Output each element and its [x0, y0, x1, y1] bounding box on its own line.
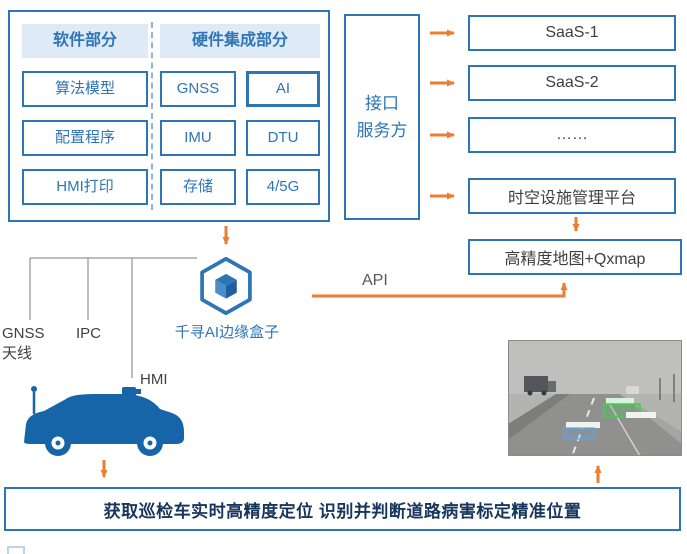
hardware-grid: GNSS AI IMU DTU 存储 4/5G [160, 71, 320, 205]
ipc-label: IPC [76, 325, 102, 342]
service-box-saas2: SaaS-2 [468, 65, 676, 101]
photo-distant-vehicle [626, 386, 639, 394]
interface-provider-line2: 服务方 [356, 121, 408, 140]
vehicle-connector-lines [29, 257, 197, 378]
hardware-item-imu: IMU [160, 120, 236, 156]
hardware-item-storage: 存储 [160, 169, 236, 205]
gnss-antenna-label-line2: 天线 [2, 345, 33, 363]
car-icon [24, 386, 184, 456]
cube-hexagon-icon [200, 256, 252, 316]
software-header: 软件部分 [22, 24, 148, 58]
api-label: API [362, 272, 388, 289]
gnss-antenna-label: GNSS 天线 [2, 324, 45, 365]
hardware-column: 硬件集成部分 GNSS AI IMU DTU 存储 4/5G [160, 24, 320, 205]
hardware-item-gnss: GNSS [160, 71, 236, 107]
edge-box-label: 千寻AI边缘盒子 [174, 324, 280, 341]
road-photo-graphic [508, 340, 682, 457]
photo-detection-boxes [563, 398, 656, 440]
gnss-antenna-label-line1: GNSS [2, 325, 45, 342]
car-antenna [31, 386, 37, 414]
photo-truck [524, 376, 556, 396]
map-platform-box: 高精度地图+Qxmap [468, 239, 682, 275]
cropped-element-artifact [7, 546, 25, 554]
inspection-car-icon [10, 380, 190, 464]
service-box-ellipsis: …… [468, 117, 676, 153]
hardware-header: 硬件集成部分 [160, 24, 320, 58]
interface-provider-box: 接口 服务方 [344, 14, 420, 220]
car-wheels [45, 430, 163, 456]
edge-box-hexagon-icon [196, 256, 256, 316]
arrow-api-to-map [312, 282, 568, 298]
column-divider [151, 22, 153, 210]
hardware-item-ai: AI [246, 71, 320, 107]
software-column: 软件部分 算法模型 配置程序 HMI打印 [22, 24, 148, 205]
bottom-banner: 获取巡检车实时高精度定位 识别并判断道路病害标定精准位置 [4, 487, 681, 531]
software-hardware-panel: 软件部分 算法模型 配置程序 HMI打印 硬件集成部分 GNSS AI IMU … [8, 10, 330, 222]
road-detection-photo [508, 340, 682, 457]
software-item-hmi-print: HMI打印 [22, 169, 148, 205]
software-item-config-program: 配置程序 [22, 120, 148, 156]
hardware-item-45g: 4/5G [246, 169, 320, 205]
interface-provider-line1: 接口 [365, 93, 399, 113]
hmi-label: HMI [140, 371, 168, 388]
service-box-platform: 时空设施管理平台 [468, 178, 676, 214]
hardware-item-dtu: DTU [246, 120, 320, 156]
service-box-saas1: SaaS-1 [468, 15, 676, 51]
software-item-algorithm-model: 算法模型 [22, 71, 148, 107]
